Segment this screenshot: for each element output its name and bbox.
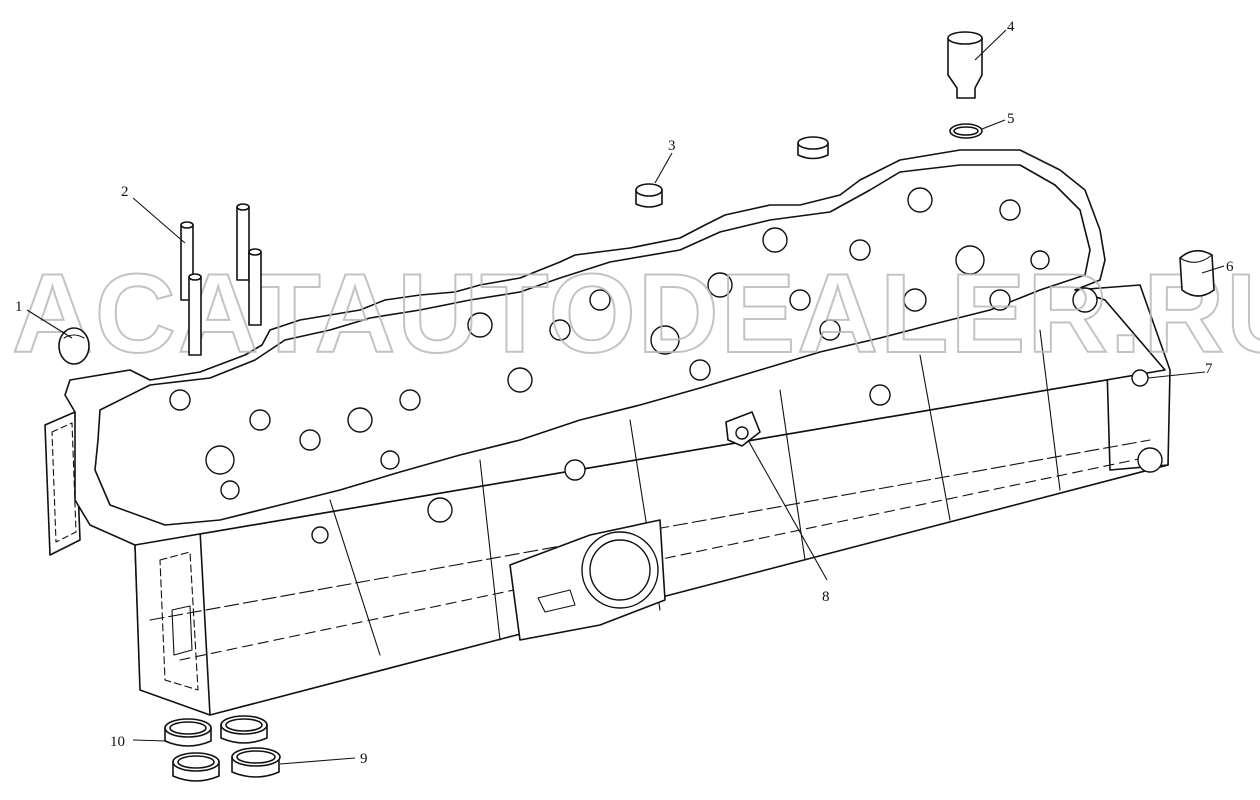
callout-1: 1 xyxy=(15,299,23,315)
callout-3: 3 xyxy=(668,138,676,154)
part-8-sensor xyxy=(725,411,761,447)
part-7-plug xyxy=(1131,369,1149,387)
deck-valve-holes xyxy=(169,187,1163,544)
leader-lines xyxy=(26,29,1225,765)
cylinder-head-body xyxy=(44,149,1171,716)
callout-4: 4 xyxy=(1007,19,1015,35)
part-5-o-ring xyxy=(949,123,983,139)
callout-9: 9 xyxy=(360,751,368,767)
callout-7: 7 xyxy=(1205,361,1213,377)
watermark: ACATAUTODEALER.RU xyxy=(12,251,1260,376)
part-3-cup-plug xyxy=(635,183,663,208)
part-10-seal-rings xyxy=(164,718,220,782)
part-9-seal-rings xyxy=(220,715,281,778)
callout-5: 5 xyxy=(1007,111,1015,127)
callout-10: 10 xyxy=(110,734,125,750)
part-1-plug xyxy=(58,327,90,365)
cup-plug-unlabeled xyxy=(797,136,829,160)
callout-2: 2 xyxy=(121,184,129,200)
callout-labels: 1 2 3 4 5 6 7 8 9 10 xyxy=(15,19,1234,767)
part-4-injector-sleeve xyxy=(947,31,983,99)
callout-8: 8 xyxy=(822,589,830,605)
part-2-dowel-pins xyxy=(180,203,262,356)
callout-6: 6 xyxy=(1226,259,1234,275)
part-6-expansion-plug xyxy=(1179,249,1215,297)
